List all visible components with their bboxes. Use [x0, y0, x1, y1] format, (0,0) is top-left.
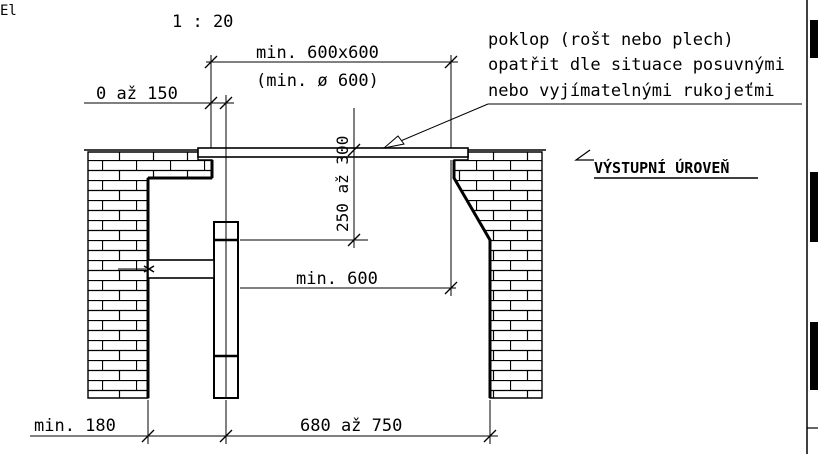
cover-note-leader	[382, 103, 802, 149]
ladder-extension-label: 250 až 300	[333, 136, 352, 232]
dimension-wall-to-ladder: min. 180	[30, 400, 238, 444]
right-brick-wall	[452, 151, 543, 399]
note-line-1: poklop (rošt nebo plech)	[488, 30, 734, 50]
corner-label: El	[0, 3, 17, 19]
ladder-gap-label: min. 600	[296, 269, 378, 289]
dimension-ladder-gap: min. 600	[240, 160, 458, 296]
wall-to-ladder-label: min. 180	[34, 416, 116, 436]
note-line-3: nebo vyjímatelnými rukojeťmi	[488, 81, 775, 101]
opening-diameter-label: (min. ø 600)	[256, 71, 379, 91]
edge-offset-label: 0 až 150	[96, 84, 178, 104]
dimension-opening: min. 600x600 (min. ø 600)	[204, 43, 458, 148]
note-line-2: opatřit dle situace posuvnými	[488, 55, 785, 75]
manhole-cover	[197, 147, 469, 158]
sheet-frame-edge	[806, 0, 818, 454]
exit-level-label: VÝSTUPNÍ ÚROVEŇ	[594, 158, 729, 177]
dimension-ladder-to-wall: 680 až 750	[226, 400, 498, 444]
ladder	[118, 221, 239, 399]
dimension-edge-offset: 0 až 150	[84, 84, 234, 226]
exit-level-marker: VÝSTUPNÍ ÚROVEŇ	[574, 149, 758, 179]
scale-label: 1 : 20	[172, 12, 233, 32]
ladder-to-wall-label: 680 až 750	[300, 416, 402, 436]
dimension-ladder-extension: 250 až 300	[240, 108, 368, 248]
opening-size-label: min. 600x600	[256, 43, 379, 63]
